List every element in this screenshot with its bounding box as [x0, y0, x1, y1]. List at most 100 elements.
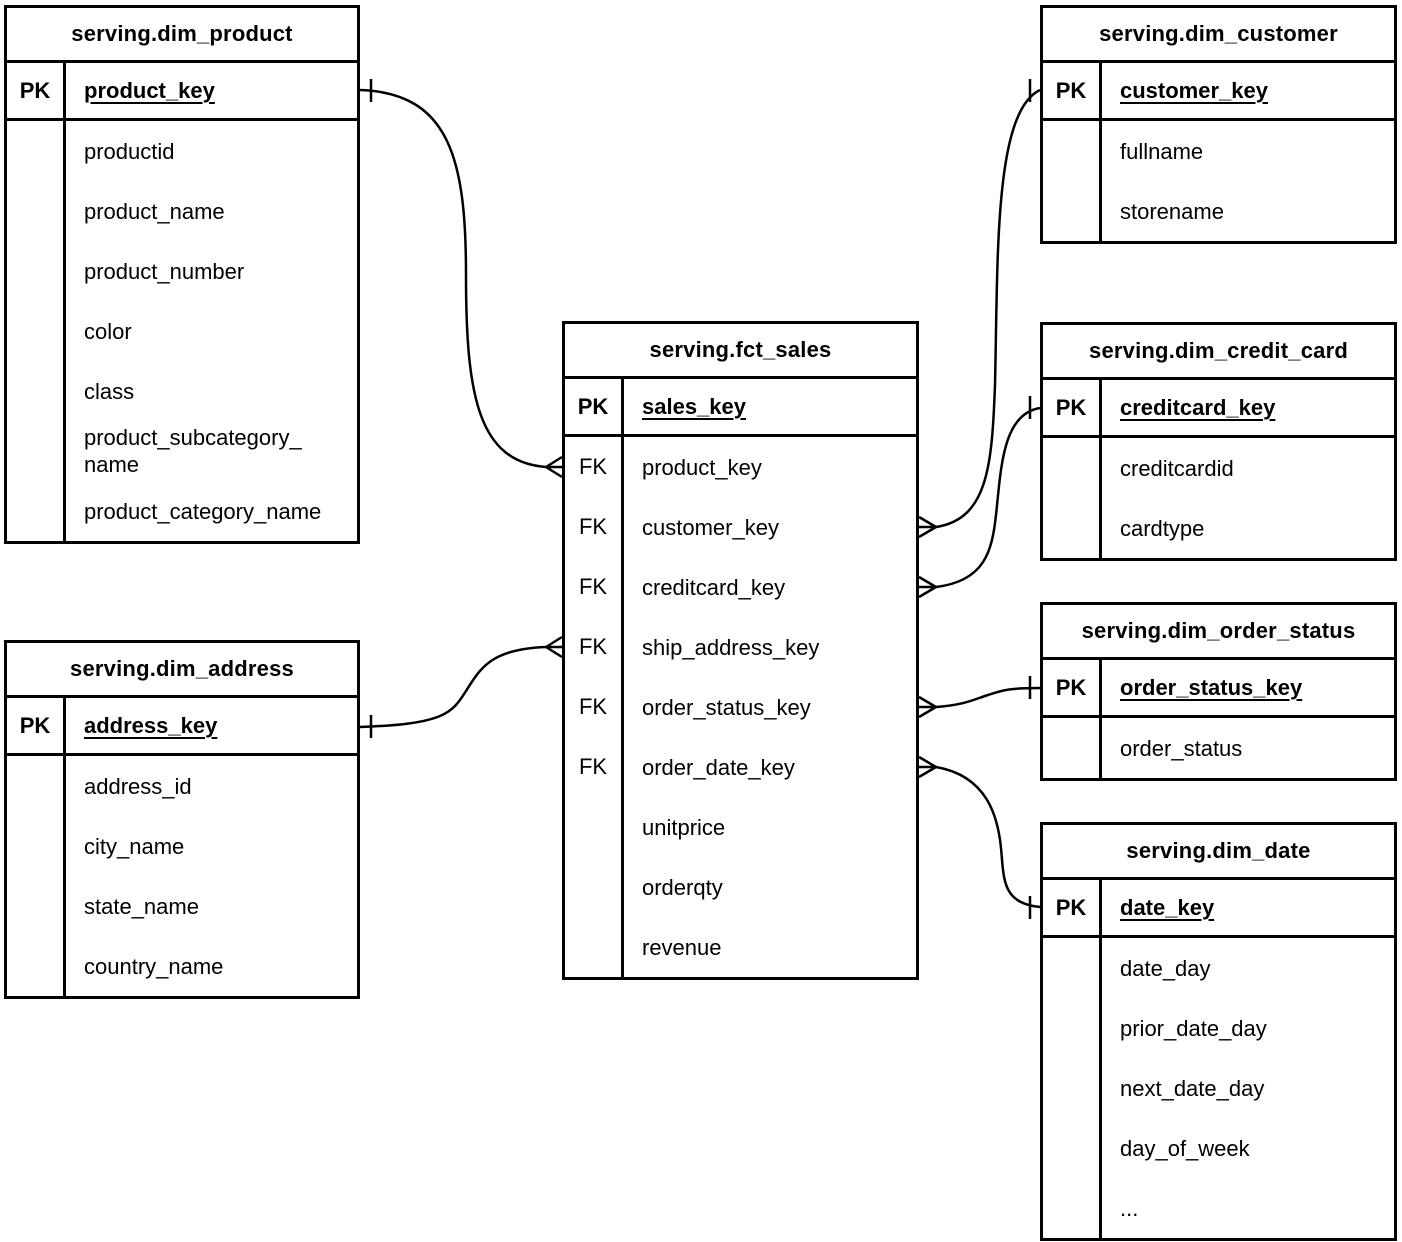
field-name: product_key	[642, 454, 762, 480]
key-cell	[7, 756, 66, 816]
key-cell	[565, 917, 624, 977]
field-row: storename	[1043, 181, 1394, 241]
field-row: FK product_key	[565, 437, 916, 497]
field-name: ...	[1120, 1195, 1139, 1221]
field-name: class	[84, 378, 135, 404]
table-title: serving.fct_sales	[565, 324, 916, 379]
field-list: productid product_name product_number co…	[7, 121, 357, 541]
pk-label: PK	[1043, 63, 1102, 118]
field-row: address_id	[7, 756, 357, 816]
many-cardinality-marker	[918, 755, 937, 779]
field-name: ship_address_key	[642, 634, 820, 660]
field-row: country_name	[7, 936, 357, 996]
field-name: order_status_key	[642, 694, 811, 720]
pk-field: product_key	[84, 78, 215, 103]
field-row: date_day	[1043, 938, 1394, 998]
pk-row: PK customer_key	[1043, 63, 1394, 121]
pk-row: PK creditcard_key	[1043, 380, 1394, 438]
field-row: cardtype	[1043, 498, 1394, 558]
key-cell	[7, 421, 66, 481]
field-name: order_date_key	[642, 754, 795, 780]
field-name: productid	[84, 138, 175, 164]
many-cardinality-marker	[918, 695, 937, 719]
connector-line	[935, 88, 1041, 529]
fk-label: FK	[565, 437, 624, 497]
pk-label: PK	[1043, 660, 1102, 715]
field-row: product_subcategory_ name	[7, 421, 357, 481]
table-title: serving.dim_address	[7, 643, 357, 698]
table-title: serving.dim_customer	[1043, 8, 1394, 63]
table-serving-fct-sales: serving.fct_sales PK sales_key FK product…	[562, 321, 919, 980]
key-cell	[7, 816, 66, 876]
field-name: creditcardid	[1120, 455, 1234, 481]
field-name: order_status	[1120, 735, 1243, 761]
pk-row: PK sales_key	[565, 379, 916, 437]
key-cell	[1043, 718, 1102, 778]
field-name: date_day	[1120, 955, 1211, 981]
field-row: orderqty	[565, 857, 916, 917]
key-cell	[1043, 438, 1102, 498]
field-row: order_status	[1043, 718, 1394, 778]
pk-field: order_status_key	[1120, 675, 1303, 700]
field-row: prior_date_day	[1043, 998, 1394, 1058]
field-row: day_of_week	[1043, 1118, 1394, 1178]
field-name: product_category_name	[84, 498, 322, 524]
field-row: class	[7, 361, 357, 421]
field-name: storename	[1120, 198, 1224, 224]
connector-dim-product-to-fct-sales	[359, 79, 563, 479]
field-row: product_number	[7, 241, 357, 301]
connector-dim-credit-card-to-fct-sales	[918, 396, 1041, 599]
key-cell	[7, 241, 66, 301]
table-title: serving.dim_credit_card	[1043, 325, 1394, 380]
field-row: color	[7, 301, 357, 361]
field-row: FK order_status_key	[565, 677, 916, 737]
table-serving-dim-credit-card: serving.dim_credit_card PK creditcard_ke…	[1040, 322, 1397, 561]
pk-label: PK	[1043, 880, 1102, 935]
key-cell	[1043, 998, 1102, 1058]
key-cell	[7, 481, 66, 541]
field-list: address_id city_name state_name country_…	[7, 756, 357, 996]
field-name: product_subcategory_ name	[84, 425, 302, 477]
field-list: fullname storename	[1043, 121, 1394, 241]
fk-label: FK	[565, 617, 624, 677]
pk-label: PK	[7, 698, 66, 753]
key-cell	[1043, 938, 1102, 998]
key-cell	[7, 361, 66, 421]
table-serving-dim-address: serving.dim_address PK address_key addre…	[4, 640, 360, 999]
connector-line	[935, 406, 1041, 589]
fk-label: FK	[565, 557, 624, 617]
connector-dim-customer-to-fct-sales	[918, 79, 1041, 539]
field-list: creditcardid cardtype	[1043, 438, 1394, 558]
field-name: orderqty	[642, 874, 723, 900]
key-cell	[1043, 498, 1102, 558]
field-row: product_name	[7, 181, 357, 241]
field-row: city_name	[7, 816, 357, 876]
field-row: next_date_day	[1043, 1058, 1394, 1118]
field-name: product_number	[84, 258, 245, 284]
many-cardinality-marker	[545, 635, 563, 659]
field-row: FK ship_address_key	[565, 617, 916, 677]
connector-line	[359, 88, 547, 469]
key-cell	[1043, 1118, 1102, 1178]
pk-field: creditcard_key	[1120, 395, 1276, 420]
key-cell	[1043, 1178, 1102, 1238]
field-row: state_name	[7, 876, 357, 936]
field-name: next_date_day	[1120, 1075, 1265, 1101]
field-name: city_name	[84, 833, 185, 859]
pk-row: PK order_status_key	[1043, 660, 1394, 718]
field-name: cardtype	[1120, 515, 1205, 541]
fk-label: FK	[565, 677, 624, 737]
pk-label: PK	[7, 63, 66, 118]
field-list: date_day prior_date_day next_date_day da…	[1043, 938, 1394, 1238]
key-cell	[565, 797, 624, 857]
fk-label: FK	[565, 497, 624, 557]
pk-label: PK	[1043, 380, 1102, 435]
key-cell	[1043, 181, 1102, 241]
pk-row: PK product_key	[7, 63, 357, 121]
key-cell	[565, 857, 624, 917]
pk-field: date_key	[1120, 895, 1215, 920]
